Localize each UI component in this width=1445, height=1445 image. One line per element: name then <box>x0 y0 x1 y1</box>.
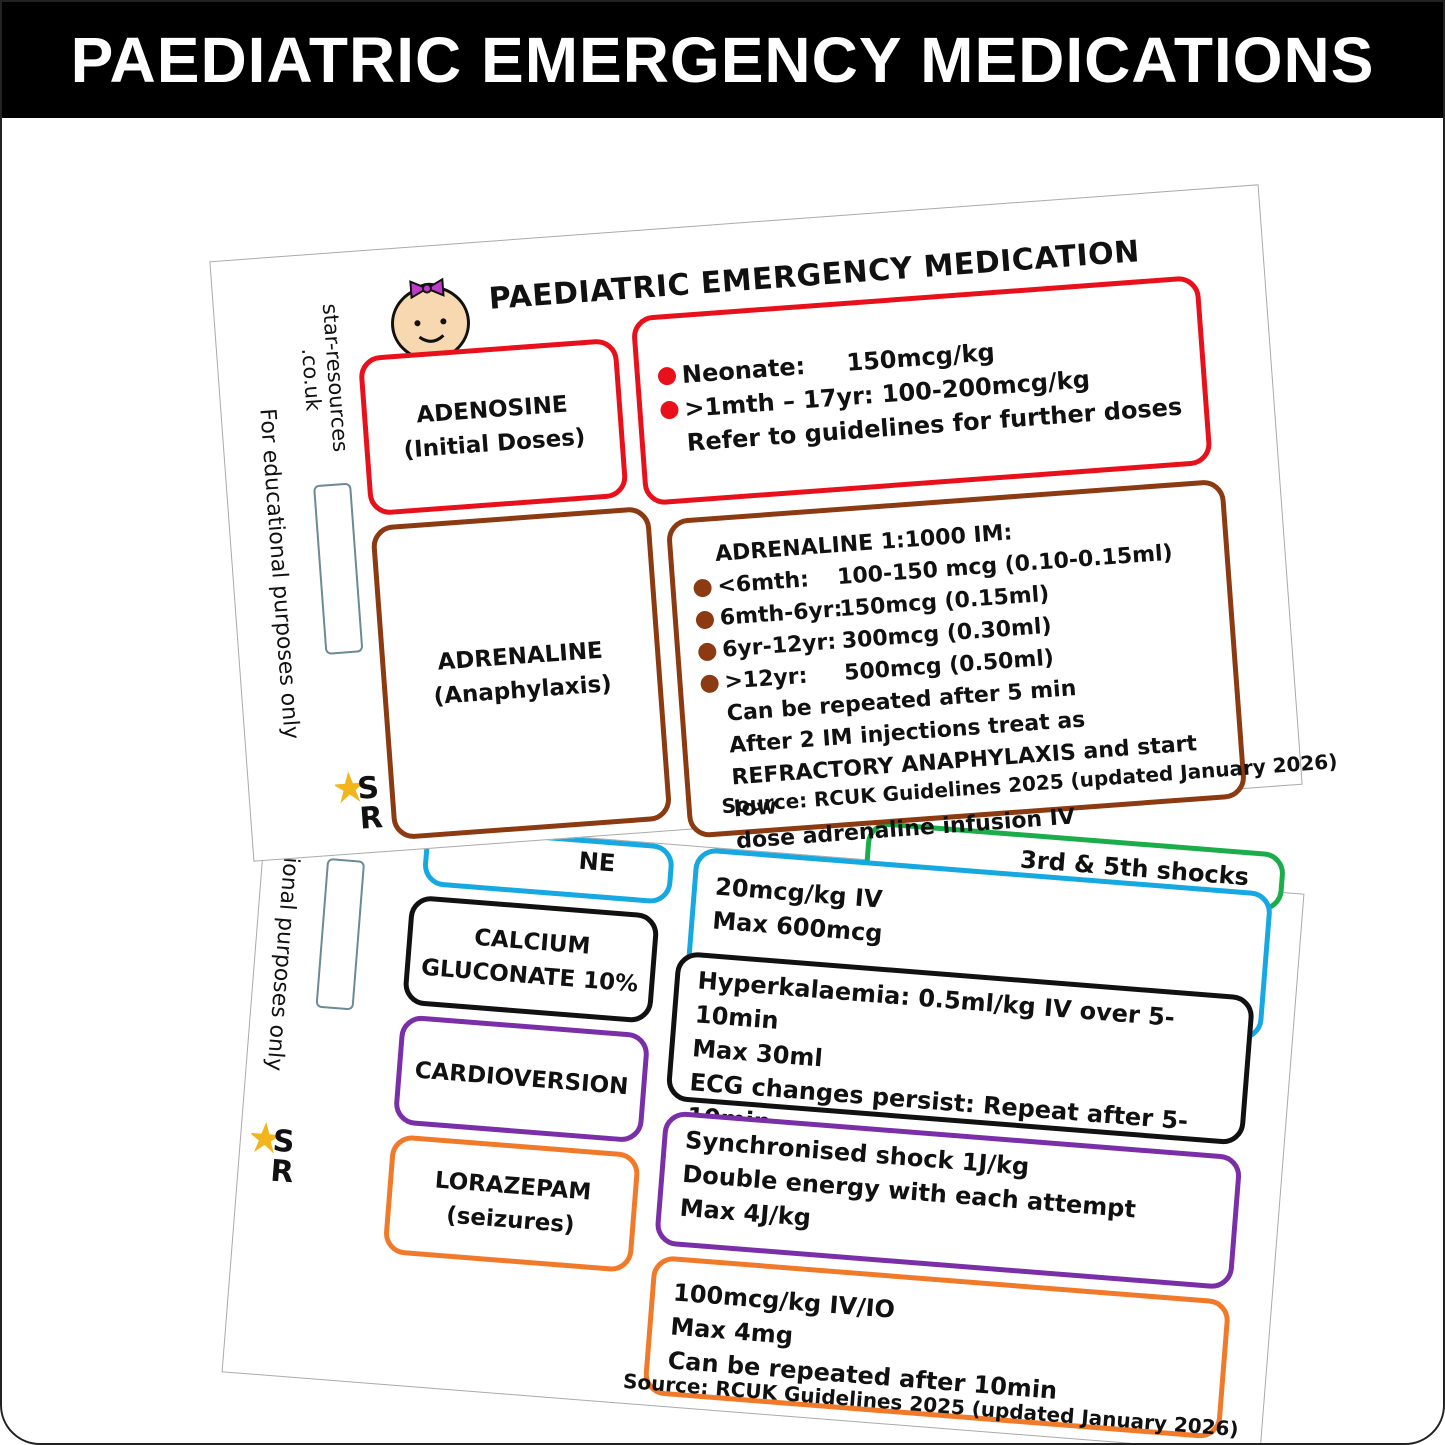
back-slot <box>315 857 366 1011</box>
back-card: ational purposes only S R 3rd & 5th shoc… <box>221 811 1305 1443</box>
front-disclaimer: For educational purposes only <box>254 407 304 741</box>
bullet-dot <box>697 642 717 662</box>
adenosine-label-box: ADENOSINE (Initial Doses) <box>357 337 629 517</box>
cardioversion-label: CARDIOVERSION <box>413 1057 630 1101</box>
front-slot <box>313 482 364 655</box>
calcium-label-box: CALCIUM GLUCONATE 10% <box>401 894 660 1024</box>
svg-text:R: R <box>269 1154 295 1188</box>
lorazepam-label-box: LORAZEPAM (seizures) <box>382 1133 642 1274</box>
cardioversion-label-box: CARDIOVERSION <box>392 1014 651 1144</box>
star-resources-logo: S R <box>249 1121 296 1188</box>
svg-text:R: R <box>358 800 384 834</box>
banner-title: PAEDIATRIC EMERGENCY MEDICATIONS <box>2 2 1443 118</box>
bullet-dot <box>695 610 715 630</box>
calcium-label-2: GLUCONATE 10% <box>420 954 640 998</box>
baby-face-icon <box>391 277 470 361</box>
bullet-dot <box>659 400 680 420</box>
bullet-dot <box>692 578 713 598</box>
bullet-dot <box>700 674 720 694</box>
adenosine-info-box: Neonate: 150mcg/kg >1mth – 17yr: 100-200… <box>630 274 1213 507</box>
svg-text:S: S <box>356 770 380 806</box>
front-card: star-resources .co.uk For educational pu… <box>209 184 1338 862</box>
adrenaline-label-box: ADRENALINE (Anaphylaxis) <box>370 505 673 841</box>
svg-text:S: S <box>271 1124 295 1161</box>
bullet-dot <box>657 366 677 386</box>
star-resources-logo: S R <box>333 770 384 834</box>
website: star-resources .co.uk <box>294 303 353 455</box>
blue-label-peek: NE <box>577 846 617 878</box>
back-disclaimer: ational purposes only <box>261 834 305 1072</box>
